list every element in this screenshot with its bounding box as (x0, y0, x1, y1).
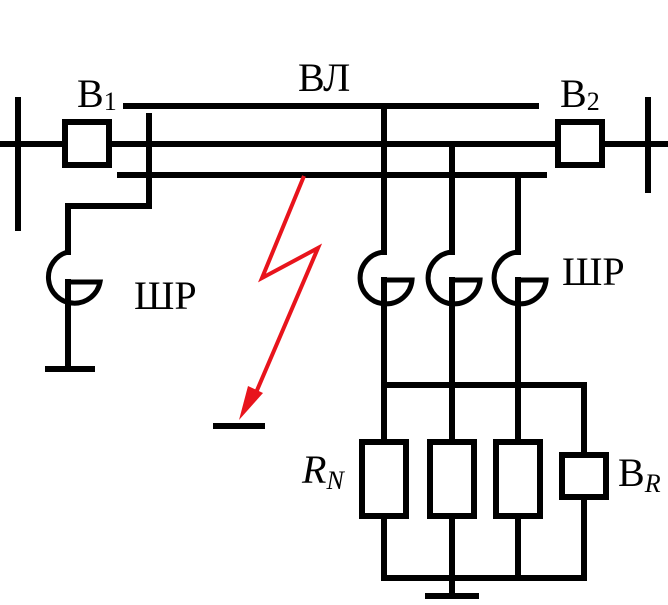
resistor-rn (359, 439, 409, 519)
reactor-right-label: ШР (562, 249, 625, 294)
breaker-br-label: BR (618, 450, 661, 498)
shunt-reactor-icon (491, 249, 549, 307)
shunt-reactor-icon (357, 249, 415, 307)
breaker-b2-label: B2 (560, 71, 600, 116)
shunt-reactor-icon (425, 249, 483, 307)
breaker-b1 (62, 119, 112, 168)
breaker-b1-label: B1 (77, 71, 117, 116)
neutral-bus-top (381, 382, 587, 458)
resistor-2 (427, 439, 477, 519)
lightning-arrow-icon (239, 175, 323, 420)
shunt-reactor-icon (45, 249, 104, 306)
breaker-br (559, 452, 609, 500)
resistor-rn-label: RN (301, 447, 345, 495)
breaker-b2 (555, 119, 605, 168)
resistor-3 (493, 439, 543, 519)
left-reactor (45, 249, 104, 306)
reactor-left-label: ШР (134, 273, 197, 318)
line-label: ВЛ (298, 55, 350, 100)
left-reactor-tap (65, 113, 152, 255)
